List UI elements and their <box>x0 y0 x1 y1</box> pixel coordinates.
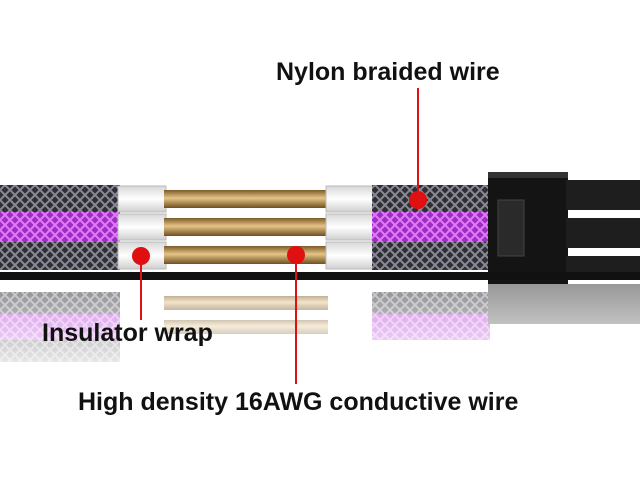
copper-conductors <box>164 190 328 264</box>
nylon-braided-wire-label: Nylon braided wire <box>276 58 500 86</box>
conductor-marker <box>287 246 305 264</box>
conductive-wire-label: High density 16AWG conductive wire <box>78 388 519 416</box>
cable-reflection <box>0 284 640 384</box>
right-braid <box>372 185 490 270</box>
left-braid <box>0 185 120 270</box>
insulator-wrap-label: Insulator wrap <box>42 319 213 347</box>
insulator-marker <box>132 247 150 265</box>
right-insulator-sleeves <box>325 185 375 270</box>
callout-lines <box>140 88 419 384</box>
surface-edge <box>0 272 640 280</box>
nylon-marker <box>409 191 427 209</box>
connector-housing <box>488 172 640 284</box>
